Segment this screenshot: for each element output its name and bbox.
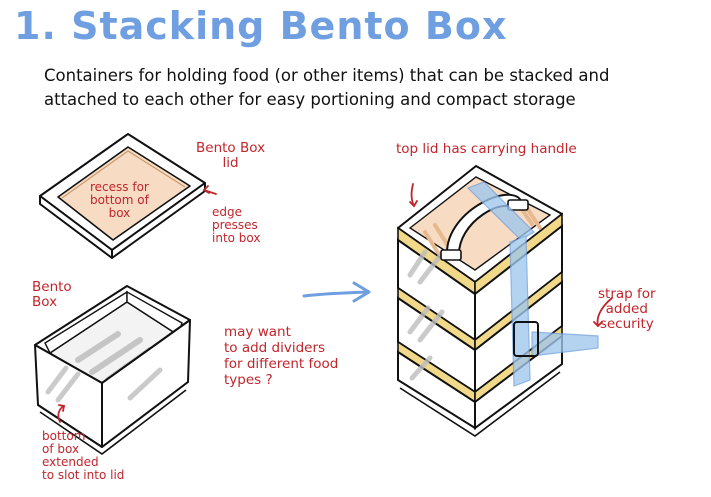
- strap-buckle: [513, 321, 539, 357]
- description: Containers for holding food (or other it…: [44, 64, 694, 112]
- bento-box-drawing: [34, 285, 191, 455]
- annotation-arrows: [57, 183, 613, 423]
- lid-recess: [57, 146, 191, 241]
- label-edge: edge presses into box: [212, 205, 261, 245]
- label-bento-box: Bento Box: [32, 279, 72, 310]
- stacked-box-drawing: [397, 165, 599, 437]
- description-line-2: attached to each other for easy portioni…: [44, 90, 576, 109]
- label-dividers: may want to add dividers for different f…: [224, 324, 339, 388]
- bento-lid-drawing: [39, 133, 206, 259]
- label-top-lid: top lid has carrying handle: [396, 141, 577, 157]
- label-strap: strap for added security: [598, 286, 656, 332]
- label-bento-box-lid: Bento Box lid: [196, 140, 266, 171]
- page-title: 1. Stacking Bento Box: [14, 4, 508, 48]
- arrow-icon: [302, 281, 371, 303]
- description-line-1: Containers for holding food (or other it…: [44, 66, 610, 85]
- label-bottom-extended: bottom of box extended to slot into lid: [42, 429, 125, 482]
- label-recess: recess for bottom of box: [90, 180, 149, 220]
